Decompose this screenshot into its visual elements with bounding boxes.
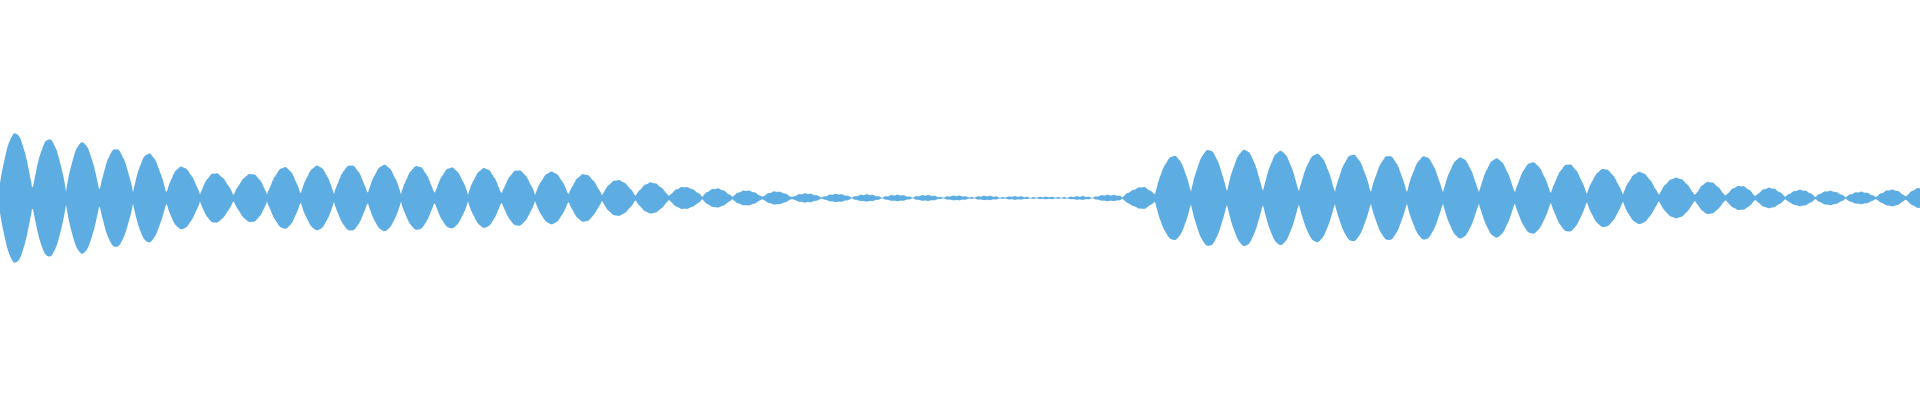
waveform-signal	[0, 132, 1920, 263]
